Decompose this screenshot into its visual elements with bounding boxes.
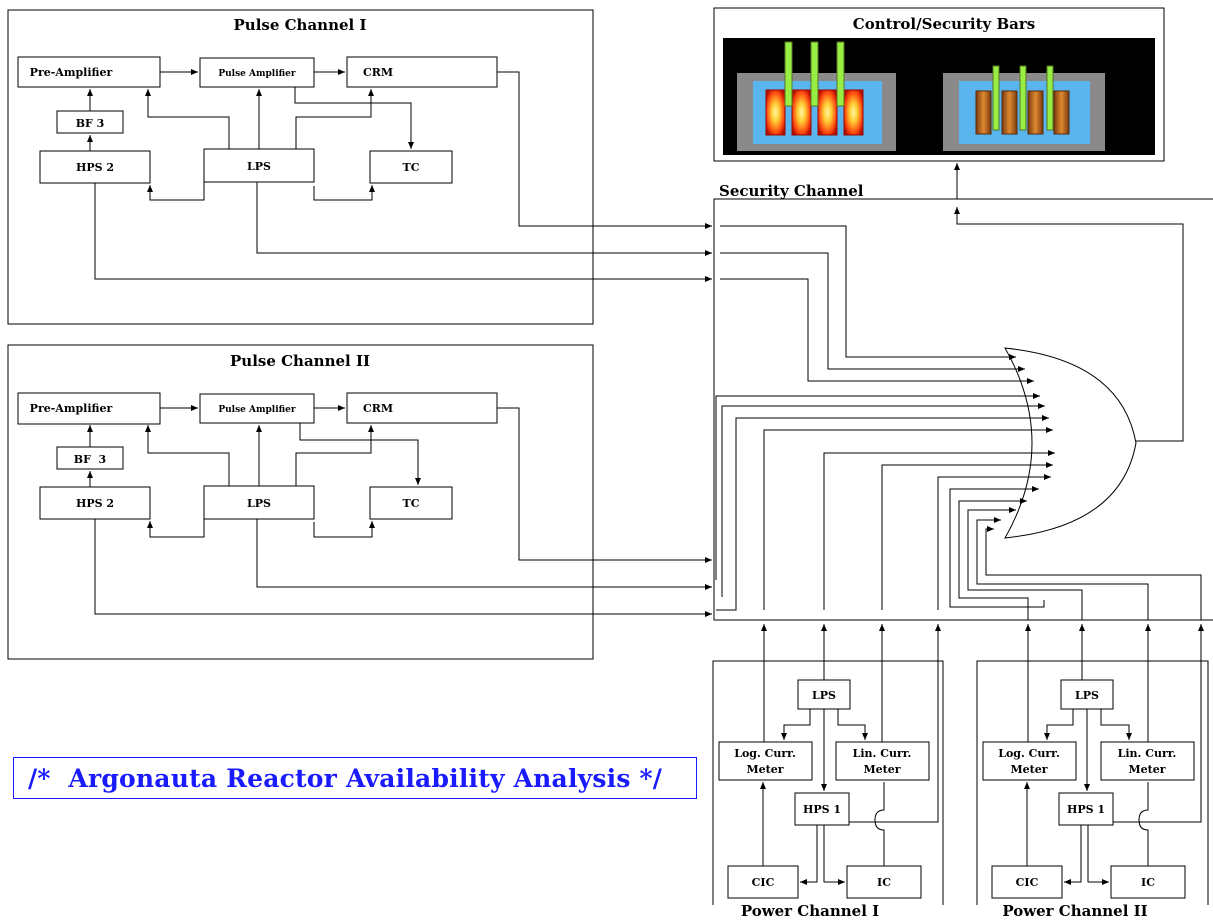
pre-amplifier-label: Pre-Amplifier: [30, 66, 113, 79]
log-current-meter-box: [982, 741, 1077, 781]
power-to-security-wires: [761, 624, 1204, 823]
pulse-channel-2-title: Pulse Channel II: [230, 352, 370, 370]
control-rod: [1019, 65, 1027, 131]
control-rod: [836, 41, 845, 107]
pulse-channel-2-wires: [87, 405, 421, 538]
title-banner-text: /* Argonauta Reactor Availability Analys…: [28, 763, 663, 793]
power-channel-1-title: Power Channel I: [741, 902, 879, 920]
lps-label: LPS: [247, 160, 271, 173]
control-rod: [810, 41, 819, 107]
fuel-element: [975, 90, 992, 135]
or-inputs-right: [949, 486, 1202, 620]
pulse-channel-1-frame: [7, 9, 594, 325]
log-current-meter-label: Meter: [746, 763, 783, 776]
lin-current-meter-label: Meter: [1128, 763, 1165, 776]
lin-current-meter-box: [1100, 741, 1195, 781]
control-rod: [1046, 65, 1054, 131]
lps-label: LPS: [812, 689, 836, 702]
pre-amplifier-box: [17, 56, 161, 88]
lps-box: [797, 679, 851, 710]
or-gate: [1004, 347, 1137, 539]
control-bars-title: Control/Security Bars: [853, 15, 1036, 33]
tc-label: TC: [403, 161, 420, 174]
control-rod: [992, 65, 1000, 131]
tc-label: TC: [403, 497, 420, 510]
pulse-inputs: [94, 71, 712, 617]
fuel-element: [1001, 90, 1018, 135]
hps1-box: [794, 792, 850, 826]
cic-label: CIC: [1016, 876, 1039, 889]
ic-box: [1110, 865, 1186, 899]
pre-amplifier-box: [17, 392, 161, 425]
control-rod: [784, 41, 793, 107]
log-current-meter-label: Log. Curr.: [734, 747, 796, 760]
bf3-label: BF 3: [74, 453, 106, 466]
fuel-element: [817, 89, 838, 136]
lin-current-meter-label: Lin. Curr.: [853, 747, 912, 760]
power-channel-1-wires: [760, 709, 922, 885]
pulse-channel-1: Pulse Channel I Pre-Amplifier Pulse Ampl…: [7, 9, 594, 325]
hps1-box: [1058, 792, 1114, 826]
ic-label: IC: [877, 876, 891, 889]
pulse-channel-1-title: Pulse Channel I: [234, 16, 367, 34]
fuel-element: [843, 89, 864, 136]
fuel-element: [1053, 90, 1070, 135]
control-security-bars: Control/Security Bars: [713, 7, 1165, 162]
tc-box: [369, 486, 453, 520]
power-channel-2: Power Channel II LPS Log. Curr. Meter Li…: [976, 660, 1209, 920]
lps-box: [203, 148, 315, 183]
hps2-label: HPS 2: [76, 497, 114, 510]
hps1-label: HPS 1: [1067, 803, 1105, 816]
or-output-wire: [954, 207, 1184, 442]
ic-box: [846, 865, 922, 899]
power-channel-2-frame: [976, 660, 1209, 905]
crm-label: CRM: [363, 402, 393, 415]
crm-box: [346, 392, 498, 424]
lps-box: [203, 485, 315, 520]
pulse-amplifier-label: Pulse Amplifier: [218, 405, 296, 415]
lin-current-meter-label: Lin. Curr.: [1118, 747, 1177, 760]
bf3-label: BF 3: [76, 117, 105, 130]
security-channel: Security Channel: [94, 71, 1213, 823]
pulse-amplifier-label: Pulse Amplifier: [218, 69, 296, 79]
security-channel-title: Security Channel: [719, 182, 864, 200]
hps2-label: HPS 2: [76, 161, 114, 174]
hps1-label: HPS 1: [803, 803, 841, 816]
log-current-meter-box: [718, 741, 813, 781]
lps-label: LPS: [247, 497, 271, 510]
lps-label: LPS: [1075, 689, 1099, 702]
power-channel-1-frame: [712, 660, 944, 905]
power-channel-1: Power Channel I LPS Log. Curr. Meter Lin…: [712, 660, 944, 920]
crm-box: [346, 56, 498, 88]
security-channel-frame: [713, 198, 1213, 621]
or-inputs-left: [715, 225, 1055, 611]
log-current-meter-label: Log. Curr.: [998, 747, 1060, 760]
lin-current-meter-box: [835, 741, 930, 781]
pulse-channel-2: Pulse Channel II Pre-Amplifier Pulse Amp…: [7, 344, 594, 660]
cic-box: [727, 865, 799, 899]
lin-current-meter-label: Meter: [863, 763, 900, 776]
pulse-channel-2-frame: [7, 344, 594, 660]
hps2-box: [39, 150, 151, 184]
fuel-element: [791, 89, 812, 136]
cic-label: CIC: [752, 876, 775, 889]
tc-box: [369, 150, 453, 184]
reactor-core-left: [737, 41, 896, 151]
pulse-channel-1-wires: [87, 69, 414, 201]
ic-label: IC: [1141, 876, 1155, 889]
title-banner: /* Argonauta Reactor Availability Analys…: [13, 757, 697, 799]
power-channel-2-wires: [1024, 709, 1185, 885]
crm-label: CRM: [363, 66, 393, 79]
log-current-meter-label: Meter: [1010, 763, 1047, 776]
control-bars-frame: [713, 7, 1165, 162]
pre-amplifier-label: Pre-Amplifier: [30, 402, 113, 415]
hps2-box: [39, 486, 151, 520]
fuel-element: [1027, 90, 1044, 135]
power-channel-2-title: Power Channel II: [1002, 902, 1147, 920]
fuel-element: [765, 89, 786, 136]
reactor-core-right: [943, 65, 1105, 151]
